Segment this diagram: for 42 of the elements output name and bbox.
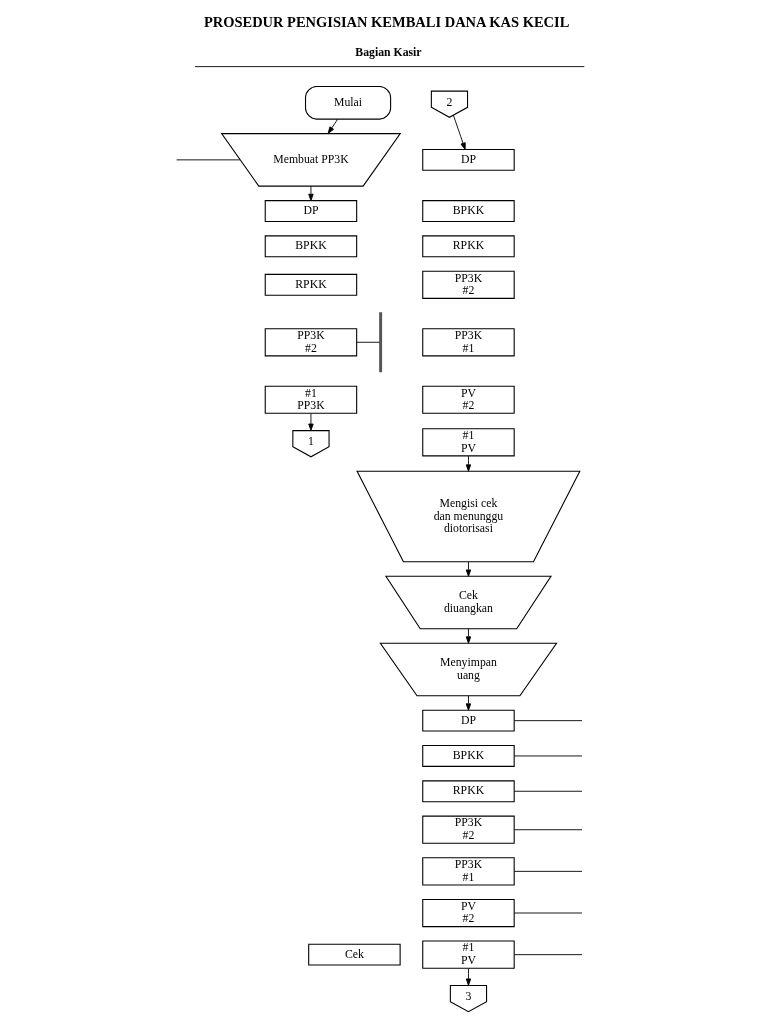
arrow: [465, 561, 471, 577]
connector: [513, 870, 582, 872]
connector: [175, 159, 241, 161]
node-box: DP: [264, 200, 357, 222]
connector: [355, 341, 380, 343]
arrow: [327, 118, 338, 134]
node-box: DP: [421, 148, 515, 171]
node-box: #1 PV: [421, 940, 515, 969]
node-bar: [378, 312, 382, 373]
connector: [513, 829, 582, 831]
node-box: #1 PV: [421, 428, 515, 457]
connector: [513, 912, 582, 914]
node-box: Mulai: [304, 86, 391, 120]
node-box: Cek: [307, 943, 401, 966]
node-box: PV #2: [421, 385, 515, 414]
node-box: PP3K #2: [421, 815, 515, 844]
arrow: [465, 455, 471, 472]
node-box: DP: [421, 709, 515, 732]
arrow: [307, 185, 314, 201]
connector: [513, 720, 582, 722]
node-box: PV #2: [421, 898, 515, 928]
connector: [513, 954, 582, 956]
node-box: PP3K #2: [421, 270, 515, 299]
node-box: PP3K #1: [421, 328, 515, 357]
node-box: #1 PP3K: [264, 385, 357, 414]
node-box: BPKK: [421, 200, 515, 222]
connector: [513, 790, 582, 792]
connector: [513, 755, 582, 757]
node-box: BPKK: [264, 235, 357, 258]
arrow: [307, 413, 314, 431]
node-box: RPKK: [421, 235, 515, 258]
node-box: PP3K #1: [421, 857, 515, 886]
node-box: RPKK: [421, 780, 515, 803]
diagram-title: PROSEDUR PENGISIAN KEMBALI DANA KAS KECIL: [203, 13, 569, 30]
node-box: PP3K #2: [264, 328, 357, 357]
arrow: [465, 695, 471, 711]
arrow: [452, 114, 466, 150]
arrow: [465, 628, 471, 644]
node-box: BPKK: [421, 745, 515, 767]
node-box: RPKK: [264, 273, 357, 296]
arrow: [465, 968, 471, 986]
label: Bagian Kasir: [354, 46, 422, 60]
